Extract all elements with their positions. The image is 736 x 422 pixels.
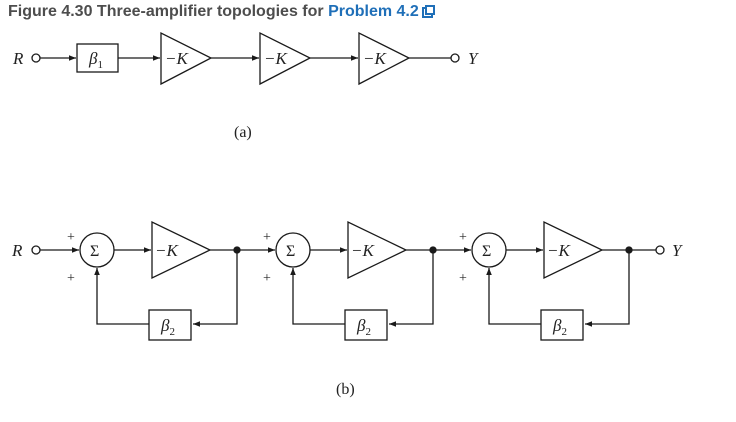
plus-sign: + — [459, 271, 467, 286]
plus-sign: + — [263, 230, 271, 245]
stage-1: Σ + + −K β2 — [67, 220, 275, 341]
beta2-block — [148, 309, 192, 341]
plus-sign: + — [67, 230, 75, 245]
figure-caption: Figure 4.30 Three-amplifier topologies f… — [8, 3, 435, 21]
plus-sign: + — [263, 271, 271, 286]
output-terminal — [450, 53, 460, 63]
amplifier-2 — [259, 31, 312, 86]
sigma-label: Σ — [90, 243, 99, 260]
diagram-b: R Σ + + −K β2 Σ — [11, 220, 683, 398]
beta2-block — [540, 309, 584, 341]
amplifier-1 — [160, 31, 213, 86]
output-label-y: Y — [468, 49, 479, 68]
amplifier-3-gain: −K — [363, 49, 387, 68]
stage-2: Σ + + −K β2 — [263, 220, 471, 341]
amplifier-2-gain: −K — [264, 49, 288, 68]
amplifier-gain: −K — [351, 241, 375, 260]
feedback-wire — [486, 268, 541, 325]
sublabel-b: (b) — [336, 381, 355, 398]
amplifier-gain: −K — [155, 241, 179, 260]
external-link-icon[interactable] — [421, 5, 435, 18]
amplifier-3 — [358, 31, 411, 86]
input-label-r: R — [12, 49, 24, 68]
beta2-label: β2 — [356, 316, 371, 338]
amplifier — [151, 220, 212, 280]
sigma-label: Σ — [286, 243, 295, 260]
plus-sign: + — [459, 230, 467, 245]
sublabel-a: (a) — [234, 124, 252, 141]
beta2-block — [344, 309, 388, 341]
feedback-wire — [585, 250, 630, 327]
beta1-block — [76, 43, 119, 73]
sigma-label: Σ — [482, 243, 491, 260]
amplifier — [543, 220, 604, 280]
beta1-label: β1 — [88, 49, 103, 71]
beta2-label: β2 — [160, 316, 175, 338]
amplifier-1-gain: −K — [165, 49, 189, 68]
feedback-wire — [389, 250, 434, 327]
input-label-r: R — [11, 241, 23, 260]
beta2-label: β2 — [552, 316, 567, 338]
problem-link[interactable]: Problem 4.2 — [328, 3, 419, 20]
output-terminal — [655, 245, 665, 255]
figure-label: Figure 4.30 Three-amplifier topologies f… — [8, 3, 329, 20]
stage-3: Σ + + −K β2 — [459, 220, 656, 341]
feedback-wire — [193, 250, 238, 327]
plus-sign: + — [67, 271, 75, 286]
diagram-a: R β1 −K −K −K Y (a) — [12, 31, 479, 141]
input-terminal — [31, 245, 41, 255]
input-terminal — [31, 53, 41, 63]
feedback-wire — [94, 268, 149, 325]
feedback-wire — [290, 268, 345, 325]
amplifier — [347, 220, 408, 280]
amplifier-gain: −K — [547, 241, 571, 260]
output-label-y: Y — [672, 241, 683, 260]
